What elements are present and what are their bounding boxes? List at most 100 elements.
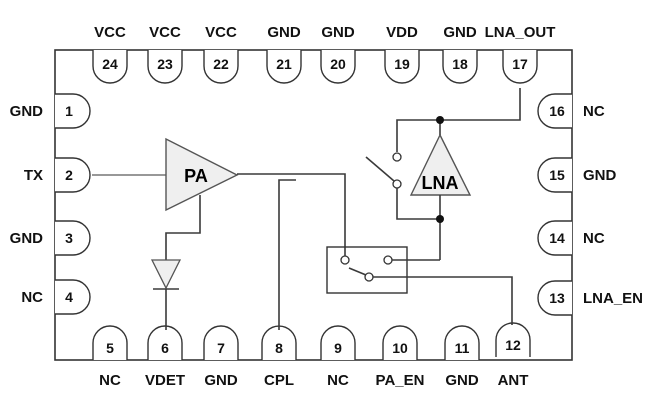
pin-20: 20 GND [320, 24, 356, 84]
pin-2: 2TX [24, 157, 91, 193]
pin-label: GND [443, 24, 477, 41]
lna-output-wire [396, 88, 521, 152]
pin-tab [537, 280, 572, 316]
pin-tab [537, 93, 572, 129]
pin-1: 1 GND [10, 93, 91, 129]
lna-label: LNA [422, 173, 459, 193]
pin-tab [537, 157, 572, 193]
pin-tab [55, 279, 91, 315]
pin-number: 13 [549, 290, 565, 306]
pin-number: 3 [65, 230, 73, 246]
pin-number: 11 [455, 340, 470, 356]
pin-tab [442, 50, 478, 84]
pin-number: 20 [330, 56, 346, 72]
pin-tab [320, 325, 356, 360]
pin-tab [55, 93, 91, 129]
pin-24: 24 VCC [92, 24, 128, 84]
pin-tab [266, 50, 302, 84]
pin-tab [147, 325, 183, 360]
pa-amplifier [165, 137, 239, 212]
pin-number: 23 [157, 56, 173, 72]
pin-number: 24 [102, 56, 118, 72]
pin-label: GND [583, 167, 617, 184]
pin-label: PA_EN [376, 372, 425, 389]
pin-number: 10 [392, 340, 408, 356]
pin-label: GND [267, 24, 301, 41]
pin-number: 19 [394, 56, 410, 72]
pin-number: 22 [213, 56, 229, 72]
pin-tab [495, 322, 531, 357]
pa-output-wire [237, 173, 346, 257]
pin-tab [384, 50, 420, 84]
bypass-switch-contact [392, 152, 402, 162]
detector-wire [165, 195, 201, 260]
pin-label: NC [583, 103, 605, 120]
junction-dot [436, 116, 444, 124]
pin-label: ANT [498, 372, 529, 389]
pin-label: GND [10, 230, 44, 247]
pin-3: 3 GND [10, 220, 91, 256]
detector-diode-icon [150, 259, 182, 290]
pin-label: LNA_OUT [485, 24, 556, 41]
pin-number: 12 [505, 337, 521, 353]
ant-wire [373, 276, 513, 325]
tr-switch-arm [348, 267, 367, 276]
pin-tab [55, 157, 91, 193]
pin-number: 8 [275, 340, 283, 356]
pin-4: 4 NC [21, 279, 91, 315]
pin-number: 4 [65, 289, 73, 305]
pin-number: 9 [334, 340, 342, 356]
pin-label: NC [21, 289, 43, 306]
bypass-switch-arm [365, 156, 395, 182]
chip-outline [54, 49, 573, 361]
pin-tab [55, 220, 91, 256]
pin-tab [537, 220, 572, 256]
pin-tab [92, 325, 128, 360]
pa-label: PA [184, 166, 208, 186]
pin-number: 18 [452, 56, 468, 72]
bypass-lower-wire [396, 188, 440, 220]
tr-switch-box [326, 246, 408, 294]
pin-tab [203, 325, 239, 360]
pin-18: 18 GND [442, 24, 478, 84]
pin-tab [92, 50, 128, 84]
pin-16: 16 NC [537, 93, 605, 129]
pin-number: 21 [276, 56, 292, 72]
pin-tab [444, 325, 480, 360]
pin-21: 21 GND [266, 24, 302, 84]
pin-label: GND [10, 103, 44, 120]
pin-14: 14 NC [537, 220, 605, 256]
pin-label: NC [583, 230, 605, 247]
pin-number: 2 [65, 167, 73, 183]
pin-number: 1 [65, 103, 73, 119]
bypass-switch-contact [392, 179, 402, 189]
pin-label: GND [204, 372, 238, 389]
pin-number: 16 [549, 103, 565, 119]
pin-label: GND [321, 24, 355, 41]
tr-switch-rx-contact [383, 255, 393, 265]
pin-9: 9NC [320, 325, 356, 389]
pin-5: 5NC [92, 325, 128, 389]
pin-label: GND [445, 372, 479, 389]
pin-number: 14 [549, 230, 565, 246]
junction-dot [436, 215, 444, 223]
pin-label: CPL [264, 372, 294, 389]
pin-number: 15 [549, 167, 565, 183]
pin-label: VCC [94, 24, 126, 41]
coupler-wire [278, 179, 296, 330]
pin-label: VDET [145, 372, 185, 389]
tr-switch-tx-contact [340, 255, 350, 265]
pin-tab [502, 50, 538, 84]
pin-label: NC [99, 372, 121, 389]
tr-switch-common-contact [364, 272, 374, 282]
